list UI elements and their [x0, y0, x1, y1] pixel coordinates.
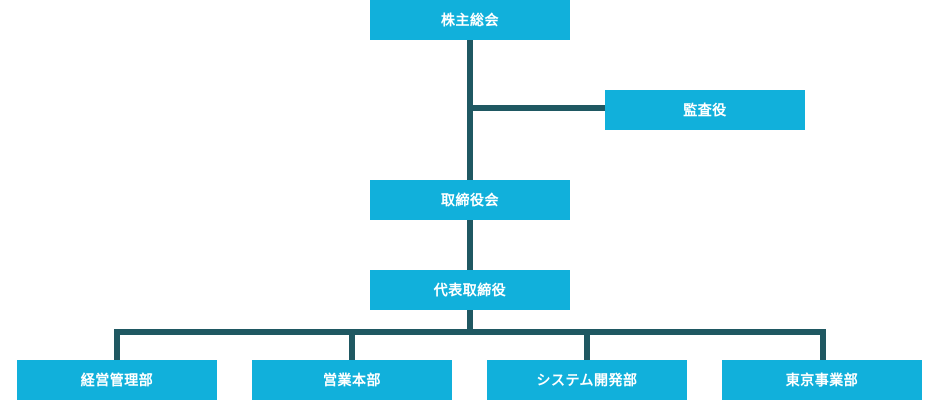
- node-representative-director: 代表取締役: [370, 270, 570, 310]
- connector-dept-4: [820, 329, 826, 360]
- connector-rep-down: [467, 310, 473, 332]
- connector-dept-2: [349, 329, 355, 360]
- connector-dept-3: [584, 329, 590, 360]
- connector-dept-1: [114, 329, 120, 360]
- node-dept-sales: 営業本部: [252, 360, 452, 400]
- node-board-of-directors: 取締役会: [370, 180, 570, 220]
- node-dept-tokyo: 東京事業部: [722, 360, 922, 400]
- node-dept-management: 経営管理部: [17, 360, 217, 400]
- node-dept-system-development: システム開発部: [487, 360, 687, 400]
- node-auditor: 監査役: [605, 90, 805, 130]
- connector-auditor-branch: [470, 105, 605, 111]
- connector-horizontal-bus: [114, 329, 826, 335]
- connector-board-to-rep: [467, 220, 473, 270]
- node-shareholders-meeting: 株主総会: [370, 0, 570, 40]
